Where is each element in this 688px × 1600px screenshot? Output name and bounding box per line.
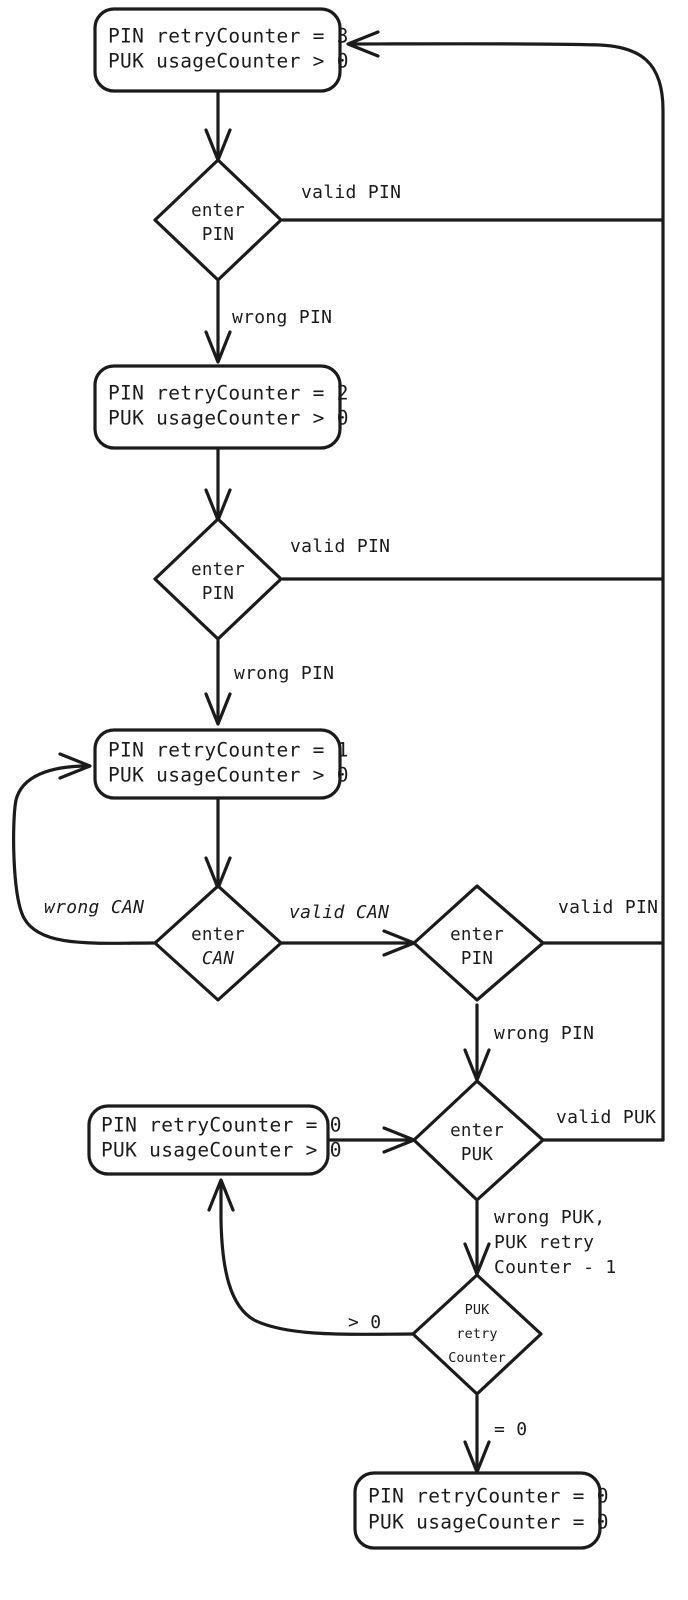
- puk-retry-counter-line3: Counter: [448, 1350, 506, 1366]
- state-blocked-line1: PIN retryCounter = 0: [368, 1485, 609, 1508]
- edge-puk-eq-zero: [463, 1394, 491, 1474]
- edge-label-wrong-pin-3: wrong PIN: [494, 1023, 594, 1044]
- state-pin-0-line1: PIN retryCounter = 0: [101, 1114, 342, 1137]
- edge-label-wrong-puk-l1: wrong PUK,: [494, 1207, 605, 1228]
- state-pin-1-line1: PIN retryCounter = 1: [108, 739, 349, 762]
- edge-label-valid-can: valid CAN: [289, 902, 389, 923]
- edge-label-valid-pin-3: valid PIN: [558, 897, 658, 918]
- state-pin-3-line1: PIN retryCounter = 3: [108, 25, 349, 48]
- puk-retry-counter-line2: retry: [456, 1326, 497, 1342]
- decision-enter-pin-2-diamond: [153, 517, 283, 641]
- puk-retry-counter-line1: PUK: [465, 1302, 490, 1318]
- decision-enter-puk-line2: PUK: [461, 1145, 493, 1165]
- edge-valid-can: [279, 929, 416, 957]
- node-state-pin-3[interactable]: PIN retryCounter = 3 PUK usageCounter > …: [93, 7, 349, 93]
- state-pin-2-line2: PUK usageCounter > 0: [108, 407, 349, 430]
- node-state-pin-0[interactable]: PIN retryCounter = 0 PUK usageCounter > …: [87, 1104, 342, 1176]
- decision-enter-pin-1-line2: PIN: [202, 225, 234, 245]
- edge-state3-to-enterpin1: [204, 88, 232, 162]
- decision-enter-can-line2: CAN: [202, 949, 234, 969]
- edge-state1-to-entercan: [204, 796, 232, 890]
- edge-label-wrong-pin-2: wrong PIN: [234, 663, 334, 684]
- edge-return-trunk: [346, 30, 665, 1142]
- state-pin-0-line2: PUK usageCounter > 0: [101, 1139, 342, 1162]
- state-pin-0-box: [87, 1104, 330, 1176]
- edge-wrong-puk: [463, 1200, 491, 1276]
- node-decision-enter-pin-2[interactable]: enter PIN: [153, 517, 283, 641]
- edge-wrong-pin-1: [204, 280, 232, 364]
- decision-enter-pin-3-line1: enter: [450, 925, 504, 945]
- node-decision-enter-puk[interactable]: enter PUK: [412, 1079, 545, 1202]
- decision-enter-puk-line1: enter: [450, 1121, 504, 1141]
- edge-wrong-pin-2: [204, 639, 232, 726]
- node-decision-enter-can[interactable]: enter CAN: [153, 884, 283, 1002]
- edge-label-valid-pin-2: valid PIN: [290, 536, 390, 557]
- state-pin-3-box: [93, 7, 342, 93]
- edge-label-puk-eq-zero: = 0: [494, 1419, 527, 1440]
- edge-label-wrong-pin-1: wrong PIN: [232, 307, 332, 328]
- state-pin-3-line2: PUK usageCounter > 0: [108, 50, 349, 73]
- edge-label-valid-pin-1: valid PIN: [301, 182, 401, 203]
- edge-label-wrong-puk-l2: PUK retry: [494, 1232, 594, 1253]
- edge-label-valid-puk: valid PUK: [556, 1107, 656, 1128]
- decision-enter-can-diamond: [153, 884, 283, 1002]
- node-state-pin-2[interactable]: PIN retryCounter = 2 PUK usageCounter > …: [93, 364, 349, 450]
- state-pin-2-line1: PIN retryCounter = 2: [108, 382, 349, 405]
- node-state-blocked[interactable]: PIN retryCounter = 0 PUK usageCounter = …: [353, 1471, 609, 1550]
- decision-puk-retry-counter-diamond: [411, 1273, 543, 1396]
- decision-enter-pin-1-diamond: [153, 158, 283, 282]
- state-pin-2-box: [93, 364, 342, 450]
- decision-enter-can-line1: enter: [191, 925, 245, 945]
- node-decision-puk-retry-counter[interactable]: PUK retry Counter: [411, 1273, 543, 1396]
- edge-wrong-can-loop: [12, 752, 157, 945]
- state-pin-1-line2: PUK usageCounter > 0: [108, 764, 349, 787]
- decision-enter-pin-1-line1: enter: [191, 201, 245, 221]
- decision-enter-pin-2-line1: enter: [191, 560, 245, 580]
- edge-state2-to-enterpin2: [204, 445, 232, 522]
- node-decision-enter-pin-1[interactable]: enter PIN: [153, 158, 283, 282]
- edge-label-puk-gt-zero: > 0: [348, 1312, 381, 1333]
- edge-label-wrong-puk-l3: Counter - 1: [494, 1257, 617, 1278]
- edge-wrong-pin-3: [463, 1003, 491, 1082]
- state-blocked-line2: PUK usageCounter = 0: [368, 1511, 609, 1534]
- decision-enter-pin-2-line2: PIN: [202, 584, 234, 604]
- state-pin-1-box: [93, 728, 342, 800]
- decision-enter-pin-3-diamond: [412, 884, 545, 1002]
- decision-enter-puk-diamond: [412, 1079, 545, 1202]
- decision-enter-pin-3-line2: PIN: [461, 949, 493, 969]
- node-state-pin-1[interactable]: PIN retryCounter = 1 PUK usageCounter > …: [93, 728, 349, 800]
- edge-puk-gt-zero: [207, 1178, 415, 1336]
- state-blocked-box: [353, 1471, 602, 1550]
- edge-label-wrong-can: wrong CAN: [44, 897, 144, 918]
- node-decision-enter-pin-3[interactable]: enter PIN: [412, 884, 545, 1002]
